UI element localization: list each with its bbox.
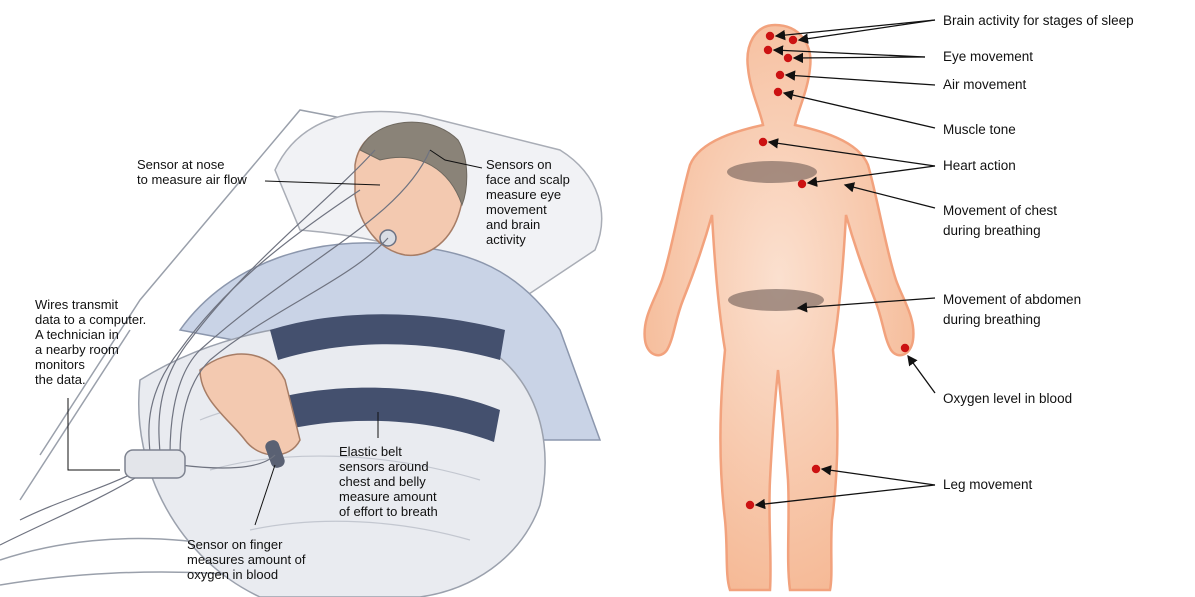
chest-belt-band [727, 161, 817, 183]
data-recorder-box [125, 450, 185, 478]
label-finger-sensor: Sensor on finger measures amount of oxyg… [187, 537, 306, 582]
label-elastic-belt: Elastic belt sensors around chest and be… [339, 444, 438, 519]
label-leg-movement: Leg movement [943, 475, 1032, 495]
label-nose-sensor: Sensor at nose to measure air flow [137, 157, 247, 187]
label-air-movement: Air movement [943, 75, 1026, 95]
label-abdomen-movement: Movement of abdomen during breathing [943, 290, 1081, 330]
label-chest-movement: Movement of chest during breathing [943, 201, 1057, 241]
label-eye-movement: Eye movement [943, 47, 1033, 67]
label-muscle-tone: Muscle tone [943, 120, 1016, 140]
body-silhouette [645, 25, 914, 590]
label-brain-activity: Brain activity for stages of sleep [943, 11, 1134, 31]
label-oxygen-level: Oxygen level in blood [943, 389, 1072, 409]
label-wires: Wires transmit data to a computer. A tec… [35, 297, 146, 387]
label-face-scalp-sensors: Sensors on face and scalp measure eye mo… [486, 157, 570, 247]
label-heart-action: Heart action [943, 156, 1016, 176]
